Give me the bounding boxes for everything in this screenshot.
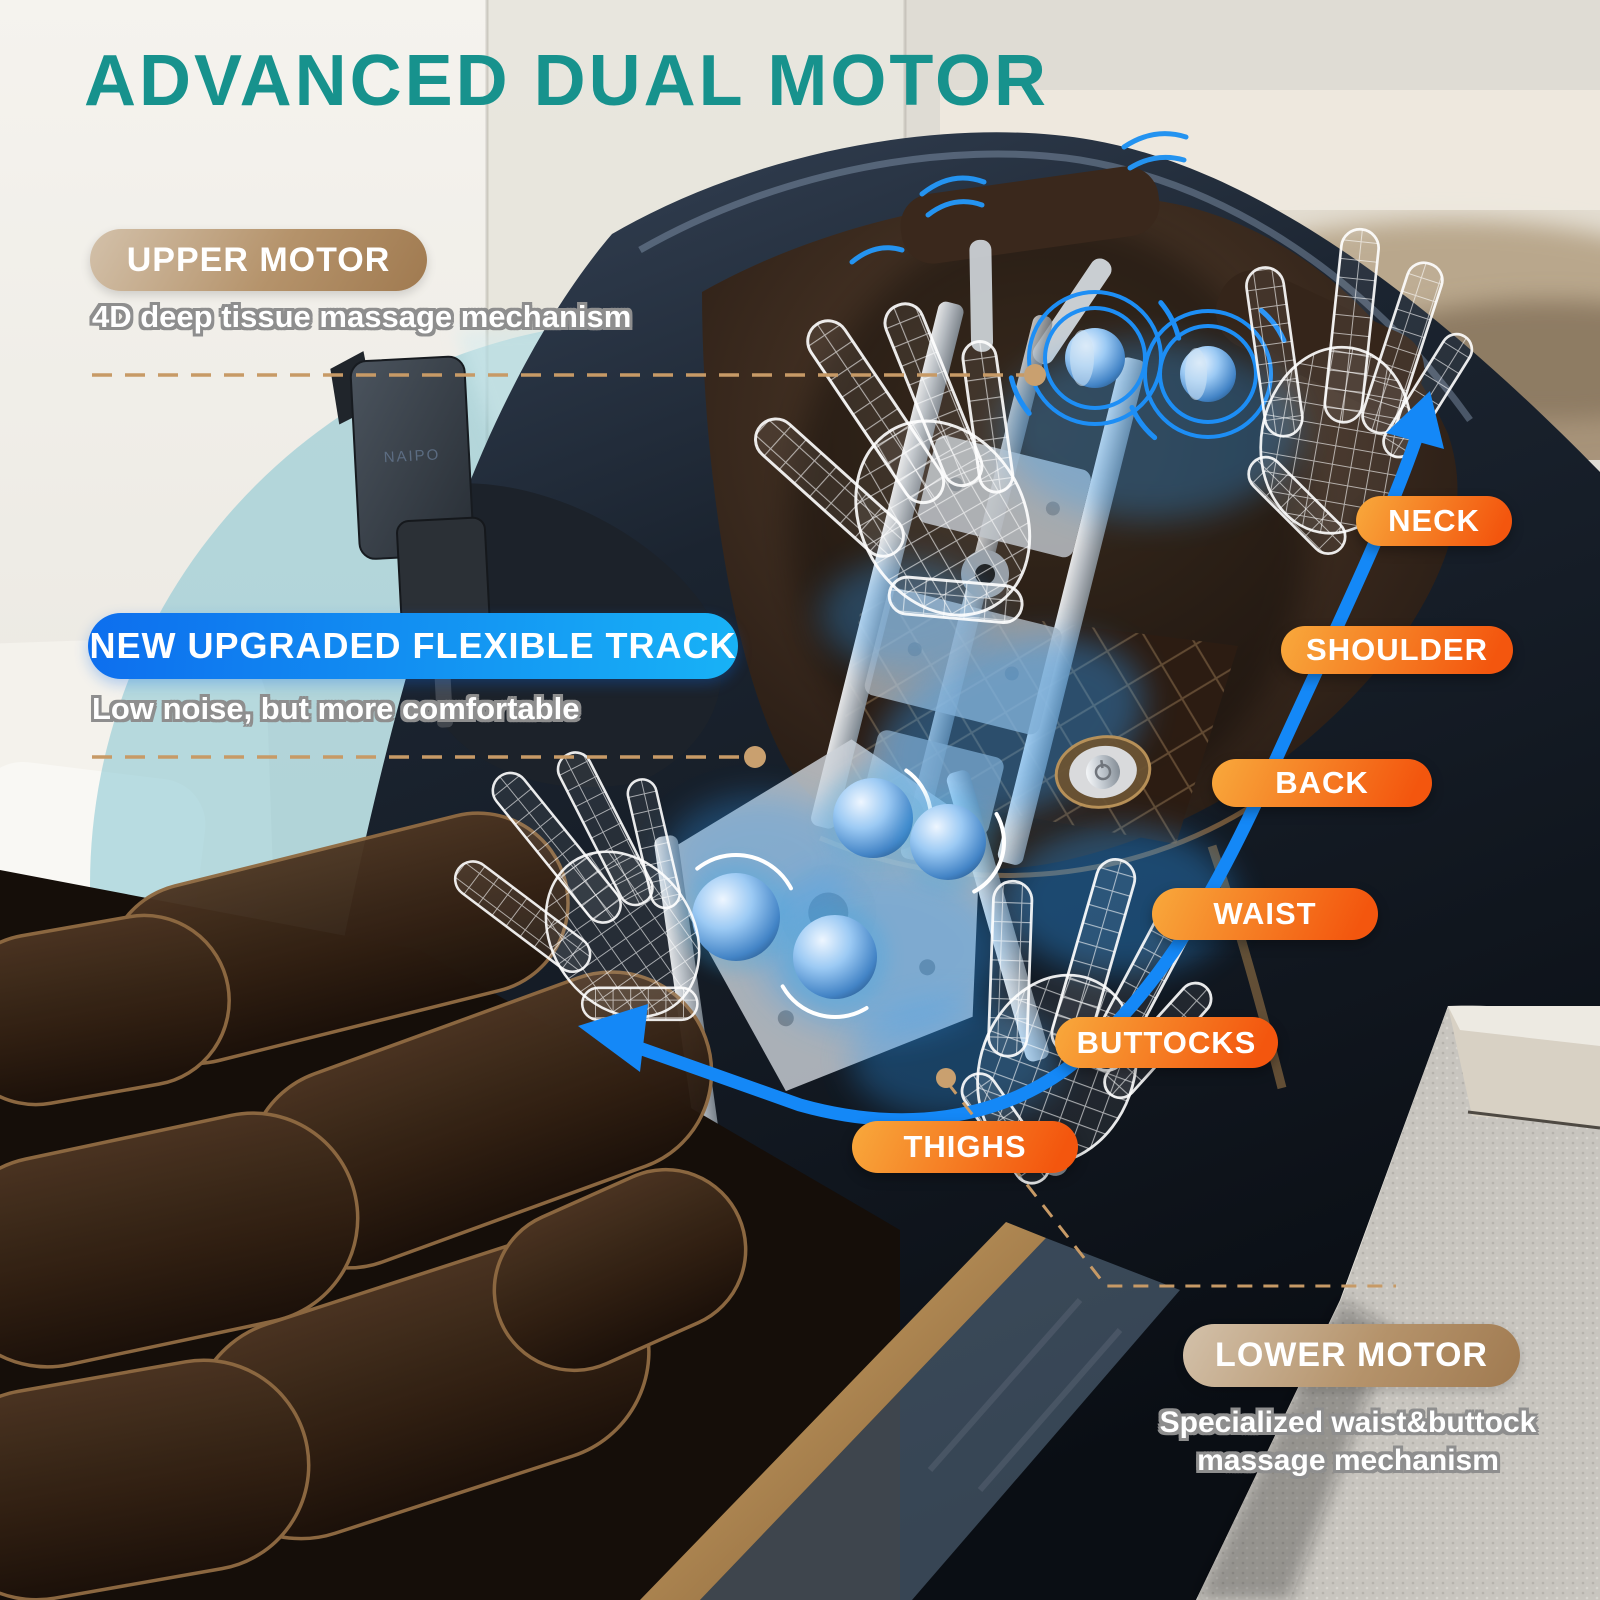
leader-dots [744,364,1046,1088]
headrest-logo: NAIPO [383,446,440,466]
leader-dot-lower [936,1068,956,1088]
headrest-tablet: NAIPO [330,351,491,728]
track-arrowhead-bottom-icon [578,1004,648,1072]
control-knob [1054,735,1152,809]
lower-massage-rollers [672,758,1006,1019]
leg-rest-cushions [0,811,900,1600]
leader-dot-upper [1024,364,1046,386]
track-arrowhead-top-icon [1386,391,1444,449]
leader-dot-track [744,746,766,768]
vibration-arcs [849,131,1189,265]
